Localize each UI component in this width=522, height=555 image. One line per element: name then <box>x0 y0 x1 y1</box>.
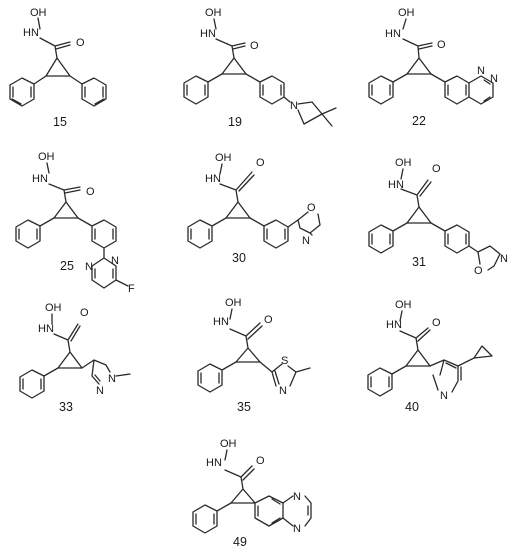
compound-number: 15 <box>53 115 67 129</box>
quinoxaline-n1-label: N <box>293 491 301 503</box>
compound-31: OH HN O O N 31 <box>368 157 508 277</box>
fluorine-label: F <box>128 283 135 295</box>
compound-number: 22 <box>412 114 426 128</box>
hydroxyl-label: OH <box>225 297 242 309</box>
compound-number: 40 <box>405 400 419 414</box>
hydroxyl-label: OH <box>395 299 412 311</box>
hydroxyl-label: OH <box>45 302 62 314</box>
carbonyl-o-label: O <box>432 317 441 329</box>
compound-25: OH HN O N N F 25 <box>15 151 135 295</box>
carbonyl-o-label: O <box>432 163 441 175</box>
hydroxyl-label: OH <box>205 7 222 19</box>
compound-15: OH HN O 15 <box>9 7 107 129</box>
quinoxaline-n2-label: N <box>293 523 301 535</box>
amide-nh-label: HN <box>386 319 402 331</box>
thiazole-s-label: S <box>281 355 288 367</box>
carbonyl-o-label: O <box>86 186 95 198</box>
carbonyl-o-label: O <box>76 37 85 49</box>
compound-35: OH HN O S N 35 <box>197 297 311 414</box>
amide-nh-label: HN <box>385 28 401 40</box>
pyridazine-n2-label: N <box>490 73 498 85</box>
hydroxyl-label: OH <box>30 7 47 19</box>
carbonyl-o-label: O <box>256 157 265 169</box>
amide-nh-label: HN <box>38 323 54 335</box>
thiazole-n-label: N <box>279 385 287 397</box>
compound-number: 25 <box>60 259 74 273</box>
azetidine-n-label: N <box>290 100 298 112</box>
compound-40: OH HN O N 40 <box>367 299 493 414</box>
compound-number: 49 <box>233 535 247 549</box>
compound-number: 30 <box>232 251 246 265</box>
carbonyl-o-label: O <box>256 455 265 467</box>
carbonyl-o-label: O <box>437 39 446 51</box>
carbonyl-o-label: O <box>80 307 89 319</box>
pyrimidine-n1-label: N <box>111 255 119 267</box>
compound-number: 31 <box>412 255 426 269</box>
pyridazine-n1-label: N <box>477 65 485 77</box>
oxazole-o-label: O <box>474 265 483 277</box>
amide-nh-label: HN <box>213 316 229 328</box>
pyrimidine-n2-label: N <box>85 261 93 273</box>
amide-nh-label: HN <box>205 173 221 185</box>
pyrazole-n2-label: N <box>96 385 104 397</box>
hydroxyl-label: OH <box>215 152 232 164</box>
oxazole-n-label: N <box>302 235 310 247</box>
compound-33: OH HN O N N 33 <box>19 302 131 414</box>
amide-nh-label: HN <box>200 28 216 40</box>
pyrazole-n1-label: N <box>108 373 116 385</box>
amide-nh-label: HN <box>206 457 222 469</box>
compound-number: 19 <box>228 115 242 129</box>
compound-30: OH HN O O N 30 <box>187 152 321 265</box>
carbonyl-o-label: O <box>250 40 259 52</box>
hydroxyl-label: OH <box>395 157 412 169</box>
amide-nh-label: HN <box>32 173 48 185</box>
amide-nh-label: HN <box>388 179 404 191</box>
oxazole-o-label: O <box>307 202 316 214</box>
oxazole-n-label: N <box>500 253 508 265</box>
amide-nh-label: HN <box>23 27 39 39</box>
compound-number: 33 <box>59 400 73 414</box>
pyridine-n-label: N <box>440 390 448 402</box>
compound-19: OH HN O N 19 <box>183 7 337 129</box>
hydroxyl-label: OH <box>398 7 415 19</box>
hydroxyl-label: OH <box>38 151 55 163</box>
carbonyl-o-label: O <box>264 314 273 326</box>
hydroxyl-label: OH <box>220 438 237 450</box>
compound-22: OH HN O N N 22 <box>368 7 498 128</box>
compound-number: 35 <box>237 400 251 414</box>
compound-49: OH HN O N N 49 <box>192 438 312 549</box>
